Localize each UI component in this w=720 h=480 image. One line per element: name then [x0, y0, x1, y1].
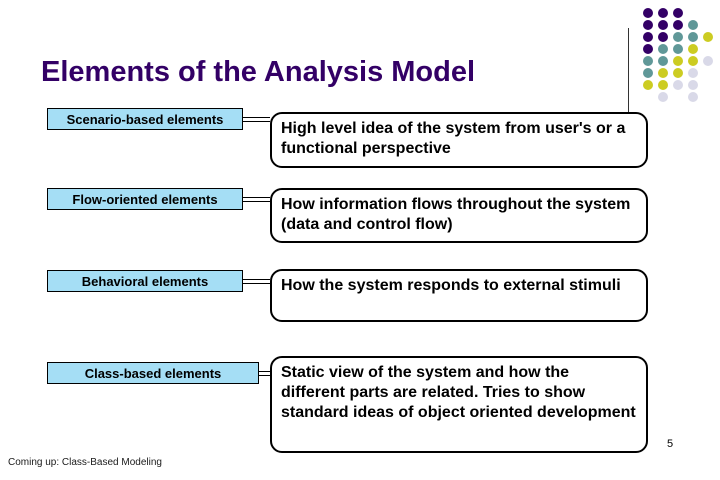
label-box-behavioral: Behavioral elements: [47, 270, 243, 292]
dot: [673, 68, 683, 78]
dot: [658, 8, 668, 18]
dot: [658, 56, 668, 66]
label-text: Class-based elements: [84, 365, 222, 381]
dot: [643, 8, 653, 18]
label-box-scenario: Scenario-based elements: [47, 108, 243, 130]
dot: [643, 80, 653, 90]
dot: [673, 8, 683, 18]
decorative-vertical-line: [628, 28, 629, 114]
dot: [643, 32, 653, 42]
dot: [658, 32, 668, 42]
description-text: High level idea of the system from user'…: [281, 120, 626, 157]
slide-title: Elements of the Analysis Model: [41, 56, 476, 88]
description-box-scenario: High level idea of the system from user'…: [270, 112, 648, 168]
dot: [673, 44, 683, 54]
label-box-flow: Flow-oriented elements: [47, 188, 243, 210]
dot: [643, 68, 653, 78]
dot: [673, 56, 683, 66]
dot: [688, 92, 698, 102]
description-text: How information flows throughout the sys…: [281, 196, 631, 233]
dot: [658, 20, 668, 30]
connector-line: [243, 279, 270, 284]
dot: [643, 20, 653, 30]
label-text: Flow-oriented elements: [72, 191, 218, 207]
description-box-flow: How information flows throughout the sys…: [270, 188, 648, 243]
footer-note: Coming up: Class-Based Modeling: [8, 457, 162, 468]
description-box-class: Static view of the system and how the di…: [270, 356, 648, 453]
label-box-class: Class-based elements: [47, 362, 259, 384]
dots-decoration: [643, 8, 720, 112]
dot: [703, 56, 713, 66]
label-text: Scenario-based elements: [66, 111, 224, 127]
dot: [688, 32, 698, 42]
dot: [658, 80, 668, 90]
dot: [658, 68, 668, 78]
page-number: 5: [667, 438, 674, 450]
description-text: Static view of the system and how the di…: [281, 364, 636, 421]
description-box-behavioral: How the system responds to external stim…: [270, 269, 648, 322]
dot: [673, 20, 683, 30]
dot: [673, 32, 683, 42]
connector-line: [243, 197, 270, 202]
dot: [688, 68, 698, 78]
dot: [658, 44, 668, 54]
dot: [673, 80, 683, 90]
dot: [688, 20, 698, 30]
dot: [643, 44, 653, 54]
label-text: Behavioral elements: [81, 273, 209, 289]
dot: [688, 56, 698, 66]
dot: [703, 32, 713, 42]
dot: [658, 92, 668, 102]
connector-line: [259, 371, 270, 376]
dot: [688, 44, 698, 54]
dot: [643, 56, 653, 66]
connector-line: [243, 117, 270, 122]
dot: [688, 80, 698, 90]
description-text: How the system responds to external stim…: [281, 277, 621, 294]
